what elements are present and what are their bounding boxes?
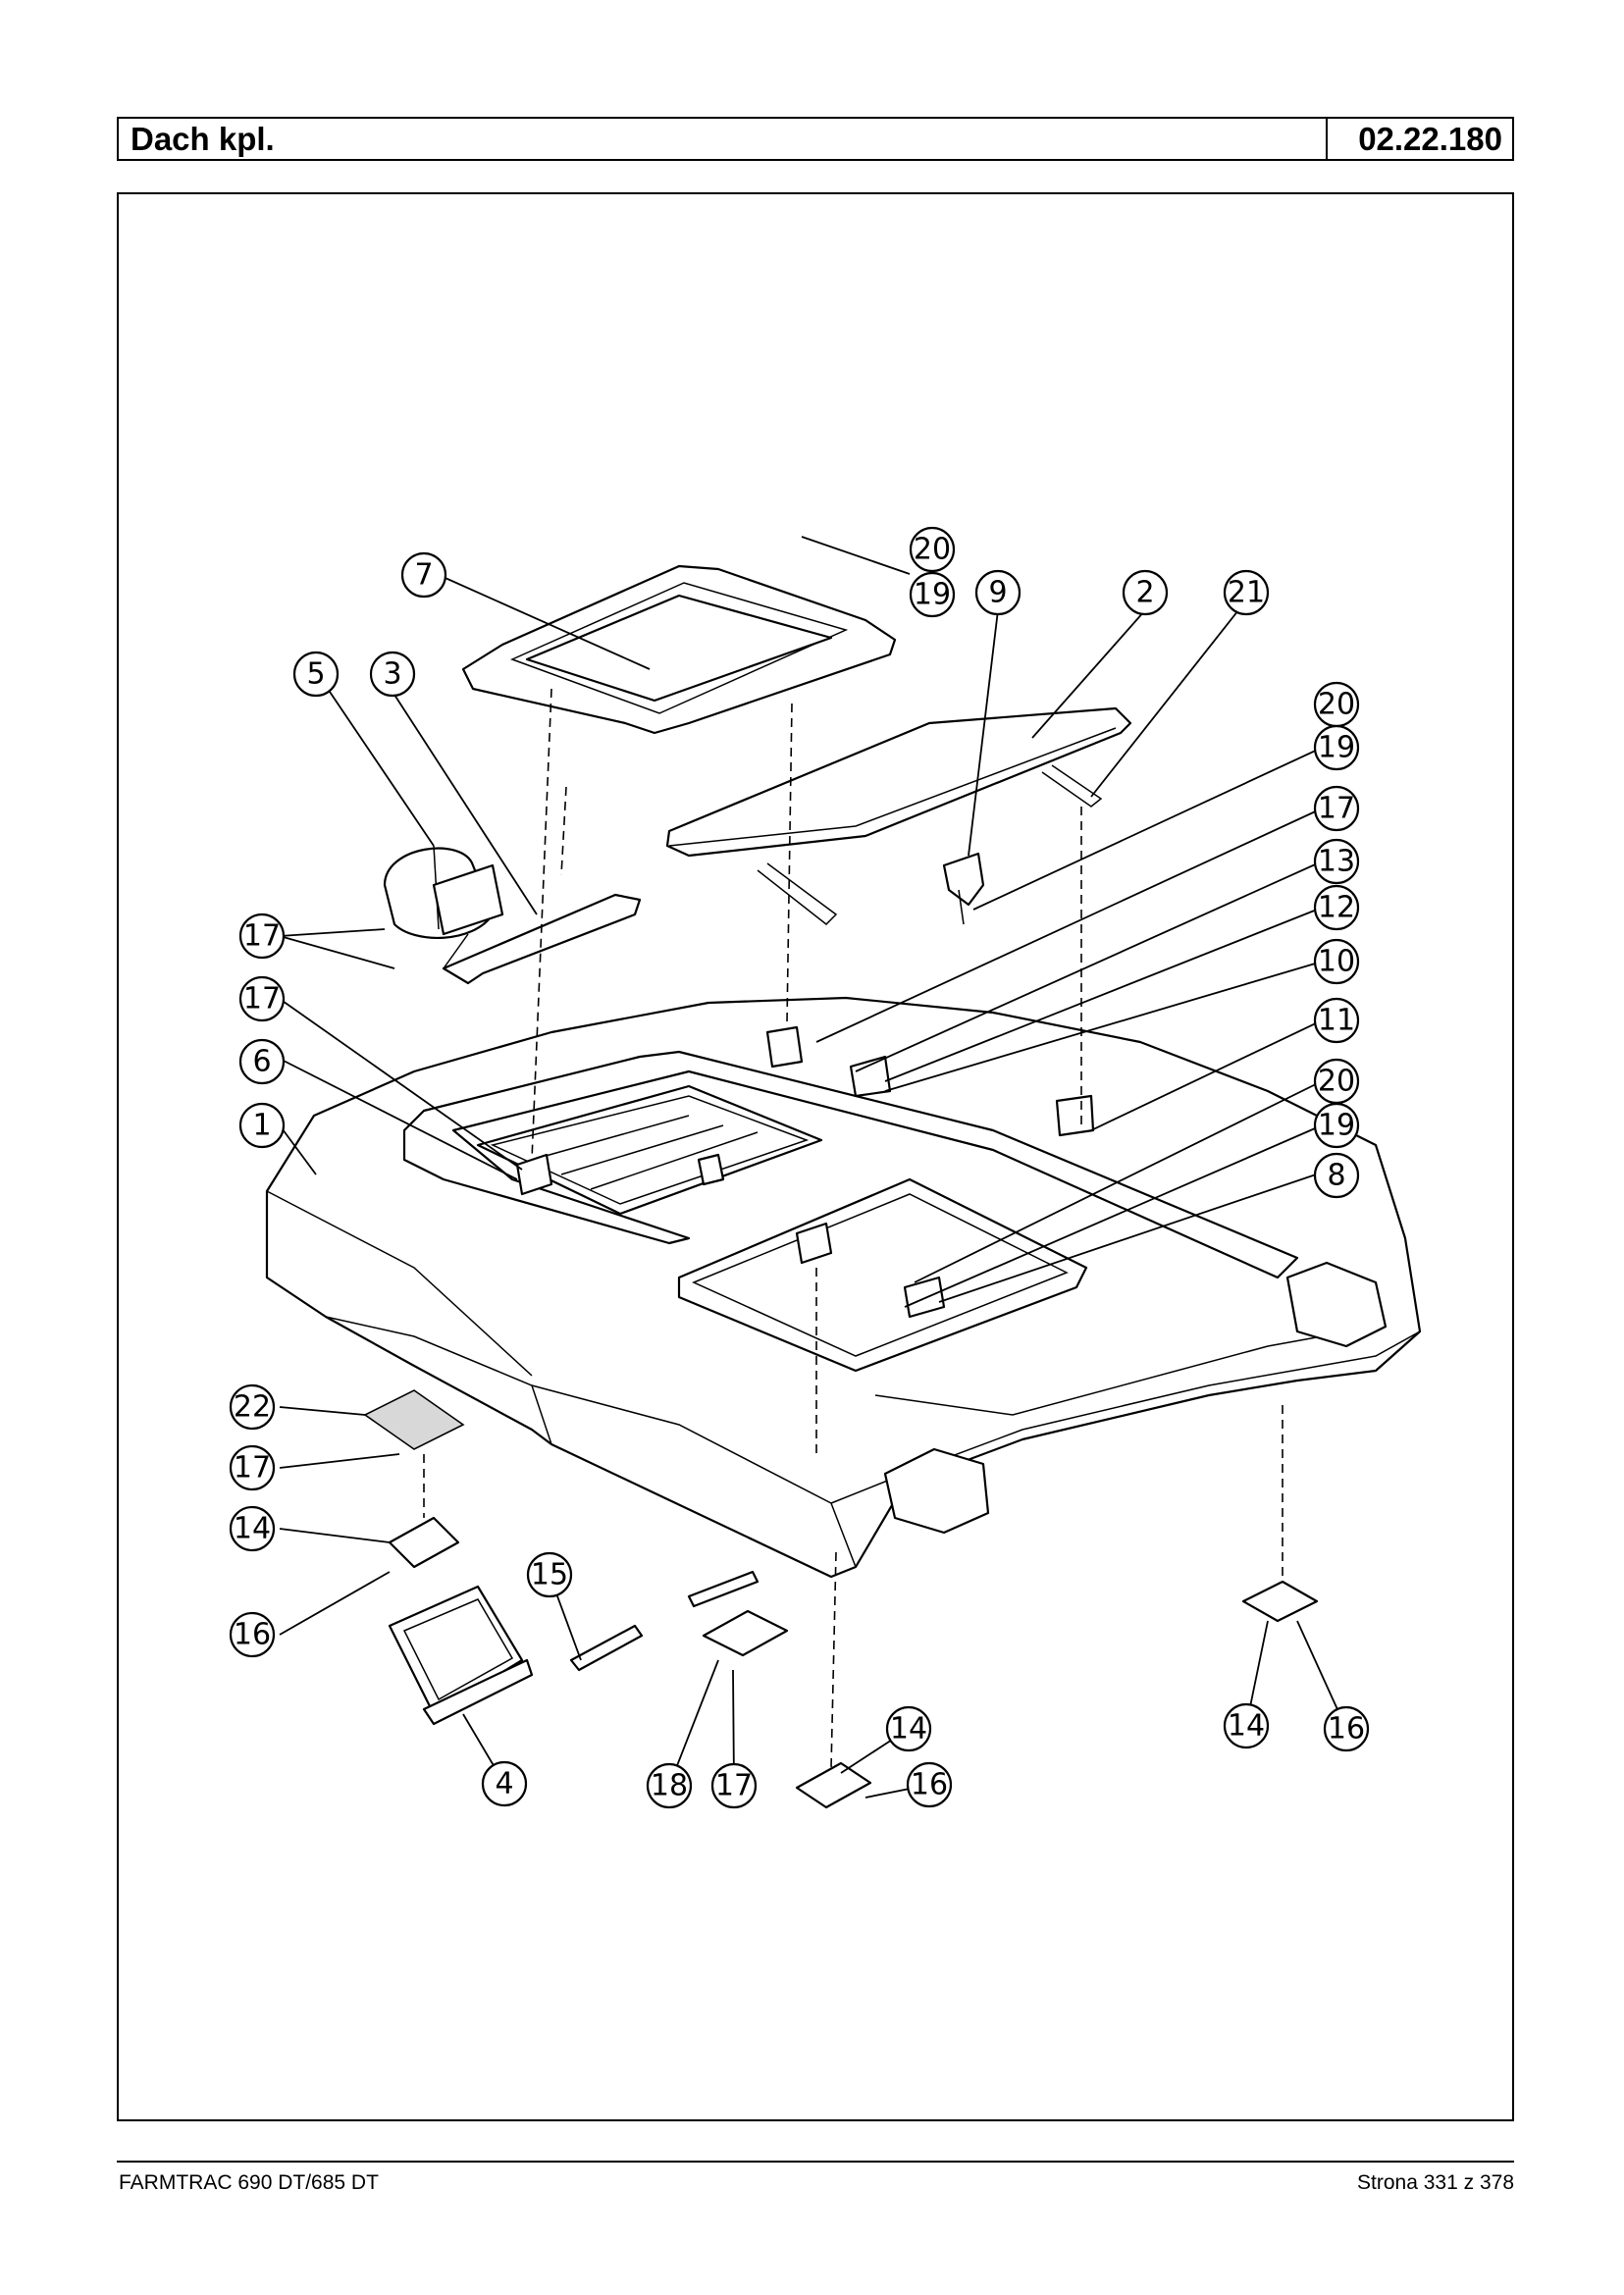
callout-label: 22 (234, 1390, 271, 1425)
callout-9: 9 (974, 569, 1022, 616)
rear-hatch-recess (677, 1177, 1088, 1373)
header-bar: Dach kpl. 02.22.180 (117, 117, 1514, 161)
callout-20b: 20 (1313, 681, 1360, 728)
callout-1: 1 (238, 1102, 286, 1149)
callout-17a: 17 (238, 913, 286, 960)
callout-label: 1 (252, 1109, 271, 1143)
callout-label: 17 (243, 919, 281, 954)
callout-label: 17 (234, 1451, 271, 1486)
callout-label: 16 (234, 1618, 271, 1652)
footer-divider (117, 2161, 1514, 2163)
callout-label: 16 (911, 1768, 948, 1802)
callout-16b: 16 (906, 1761, 953, 1808)
callout-label: 19 (1318, 1109, 1355, 1143)
callout-5: 5 (292, 651, 340, 698)
bracket-center (702, 1609, 789, 1657)
callout-17b: 17 (1313, 785, 1360, 832)
hinge-assembly (942, 852, 985, 907)
callout-label: 12 (1318, 891, 1355, 925)
callout-19: 19 (909, 571, 956, 618)
grab-bar (569, 1624, 644, 1672)
callout-label: 10 (1318, 945, 1355, 979)
callout-19b: 19 (1313, 724, 1360, 771)
callout-label: 5 (306, 657, 325, 692)
bracket-bottom (795, 1761, 872, 1809)
callout-22: 22 (229, 1383, 276, 1431)
callout-label: 16 (1328, 1712, 1365, 1747)
callout-label: 15 (531, 1558, 568, 1592)
callout-21: 21 (1223, 569, 1270, 616)
callout-16c: 16 (1323, 1705, 1370, 1752)
roof-exploded-diagram: 7 20 19 9 2 21 5 3 20 19 17 13 12 17 10 … (229, 526, 1422, 1809)
callout-label: 14 (234, 1512, 271, 1546)
callout-19c: 19 (1313, 1102, 1360, 1149)
part-number: 02.22.180 (1358, 121, 1502, 157)
callout-label: 14 (890, 1712, 927, 1747)
callout-label: 6 (252, 1045, 271, 1079)
callout-label: 4 (495, 1767, 513, 1801)
footer-model: FARMTRAC 690 DT/685 DT (119, 2171, 379, 2194)
callout-label: 17 (1318, 792, 1355, 826)
callout-12: 12 (1313, 884, 1360, 931)
callout-6: 6 (238, 1038, 286, 1085)
callout-label: 17 (715, 1769, 753, 1803)
bracket-right (1241, 1580, 1319, 1623)
mounting-plate (363, 1389, 465, 1450)
callout-label: 20 (914, 533, 951, 567)
callout-label: 21 (1228, 576, 1265, 610)
callout-label: 2 (1135, 576, 1154, 610)
callout-16a: 16 (229, 1611, 276, 1658)
callout-label: 7 (414, 558, 433, 593)
footer-page-number: Strona 331 z 378 (1357, 2171, 1514, 2194)
callout-label: 14 (1228, 1709, 1265, 1744)
callout-18: 18 (646, 1762, 693, 1809)
callout-label: 20 (1318, 688, 1355, 722)
callout-label: 20 (1318, 1065, 1355, 1099)
callout-17d: 17 (229, 1444, 276, 1491)
callout-13: 13 (1313, 838, 1360, 885)
callout-label: 13 (1318, 845, 1355, 879)
callout-label: 3 (383, 657, 401, 692)
sun-visor-panel (665, 706, 1132, 858)
exploded-diagram-frame: 7 20 19 9 2 21 5 3 20 19 17 13 12 17 10 … (117, 192, 1514, 2121)
callout-label: 9 (988, 576, 1007, 610)
callout-14a: 14 (229, 1505, 276, 1552)
callout-label: 18 (651, 1769, 688, 1803)
callout-15: 15 (526, 1551, 573, 1598)
callout-14c: 14 (1223, 1702, 1270, 1749)
front-hatch-recess (402, 1050, 1299, 1279)
callout-label: 8 (1327, 1159, 1345, 1193)
callout-3: 3 (369, 651, 416, 698)
callout-20c: 20 (1313, 1058, 1360, 1105)
callout-14b: 14 (885, 1705, 932, 1752)
callout-7: 7 (400, 551, 447, 599)
callout-17e: 17 (710, 1762, 758, 1809)
bracket-left (388, 1516, 460, 1569)
callout-10: 10 (1313, 938, 1360, 985)
callout-label: 17 (243, 982, 281, 1017)
callout-17c: 17 (238, 975, 286, 1022)
callout-8: 8 (1313, 1152, 1360, 1199)
callout-label: 11 (1318, 1004, 1355, 1038)
page-title: Dach kpl. (119, 119, 1328, 159)
callout-label: 19 (1318, 731, 1355, 765)
callout-2: 2 (1122, 569, 1169, 616)
callout-4: 4 (481, 1760, 528, 1807)
callout-11: 11 (1313, 997, 1360, 1044)
callout-label: 19 (914, 578, 951, 612)
callout-20: 20 (909, 526, 956, 573)
front-window-frame (476, 1084, 823, 1216)
